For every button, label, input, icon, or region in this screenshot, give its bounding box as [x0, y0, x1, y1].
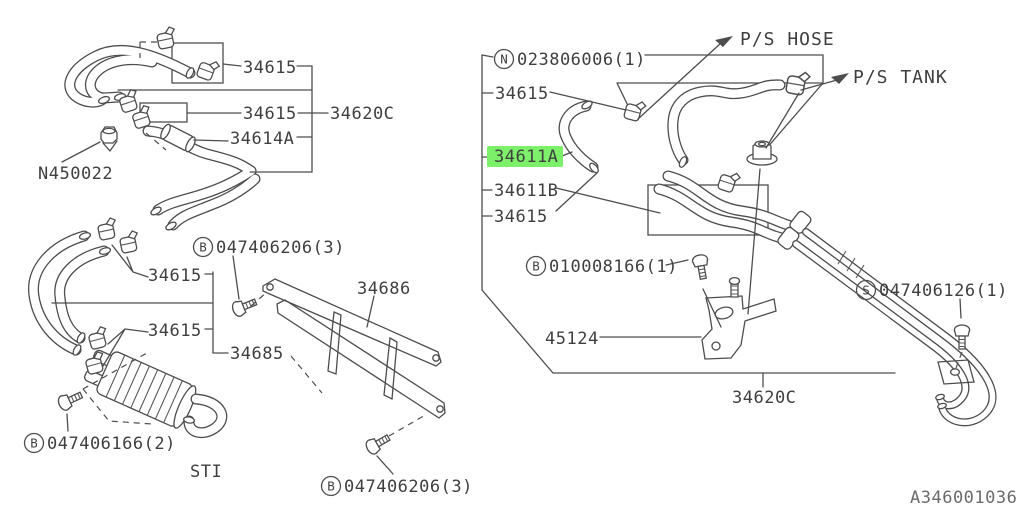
label-b047406206-lower[interactable]: B 047406206(3)	[320, 475, 473, 498]
middle-hose-run	[142, 123, 261, 231]
nut-n450022	[100, 126, 118, 144]
upper-hose-pair	[64, 45, 196, 108]
bolt-047406206-upper	[229, 294, 260, 319]
label-34615-left2[interactable]: 34615	[148, 321, 202, 341]
hose-34611a	[558, 100, 599, 174]
left-assembly: 34615 34615 34620C 34614A N450022 34615 …	[23, 25, 473, 498]
label-34615-r1[interactable]: 34615	[495, 84, 549, 104]
labels-right: N 023806006(1) 34615 34611A 34611B 34615…	[487, 29, 1008, 408]
label-n450022[interactable]: N450022	[38, 164, 113, 184]
bracket-34686	[262, 278, 446, 419]
label-sti: STI	[190, 462, 222, 482]
svg-text:B: B	[199, 240, 207, 255]
leader-lines-left	[51, 41, 428, 475]
group-outline-right	[616, 82, 824, 236]
label-n023806006[interactable]: N 023806006(1)	[493, 48, 646, 71]
coupler-34614a	[160, 123, 196, 153]
label-34614a[interactable]: 34614A	[230, 129, 294, 149]
svg-text:023806006(1): 023806006(1)	[517, 50, 646, 70]
leader-lines-right	[481, 36, 963, 388]
label-34686[interactable]: 34686	[357, 279, 411, 299]
label-34615-top[interactable]: 34615	[243, 58, 297, 78]
bolt-047406206-lower	[363, 430, 393, 457]
hose-34611b	[667, 79, 786, 168]
labels-left: 34615 34615 34620C 34614A N450022 34615 …	[23, 58, 473, 498]
bolt-047406166	[55, 387, 86, 413]
label-ps-hose: P/S HOSE	[740, 29, 835, 50]
label-b047406206-upper[interactable]: B 047406206(3)	[192, 236, 345, 259]
label-34615-mid[interactable]: 34615	[243, 104, 297, 124]
oil-cooler	[83, 349, 228, 439]
bracket-45124	[701, 276, 777, 360]
label-34615-left1[interactable]: 34615	[148, 266, 202, 286]
svg-text:S: S	[862, 283, 870, 298]
bolt-010008166	[690, 253, 712, 281]
drawing-code: A346001036	[910, 488, 1017, 508]
label-34620c-right[interactable]: 34620C	[732, 388, 796, 408]
svg-text:34611A: 34611A	[494, 147, 558, 167]
label-34685[interactable]: 34685	[230, 344, 284, 364]
svg-text:B: B	[30, 436, 38, 451]
nut-flange	[746, 140, 778, 166]
label-34615-r2[interactable]: 34615	[494, 207, 548, 227]
svg-text:B: B	[327, 479, 335, 494]
label-b010008166[interactable]: B 010008166(1)	[525, 255, 678, 278]
svg-text:B: B	[532, 259, 540, 274]
svg-text:010008166(1): 010008166(1)	[549, 257, 678, 277]
svg-text:047406206(3): 047406206(3)	[216, 238, 345, 258]
label-ps-tank: P/S TANK	[853, 67, 948, 88]
svg-text:047406166(2): 047406166(2)	[47, 434, 176, 454]
pipe-assembly	[653, 170, 997, 427]
label-34620c-left[interactable]: 34620C	[330, 104, 394, 124]
right-assembly: N 023806006(1) 34615 34611A 34611B 34615…	[481, 29, 1008, 427]
label-45124[interactable]: 45124	[545, 329, 599, 349]
lower-hose-pair	[28, 230, 112, 356]
svg-text:N: N	[500, 52, 508, 67]
highlight-34611a	[487, 146, 563, 167]
svg-text:047406206(3): 047406206(3)	[344, 477, 473, 497]
label-s047406126[interactable]: S 047406126(1)	[855, 279, 1008, 302]
label-34611a-highlighted[interactable]: 34611A	[487, 146, 563, 167]
label-b047406166[interactable]: B 047406166(2)	[23, 432, 176, 455]
svg-text:047406126(1): 047406126(1)	[879, 281, 1008, 301]
label-34611b[interactable]: 34611B	[494, 181, 558, 201]
